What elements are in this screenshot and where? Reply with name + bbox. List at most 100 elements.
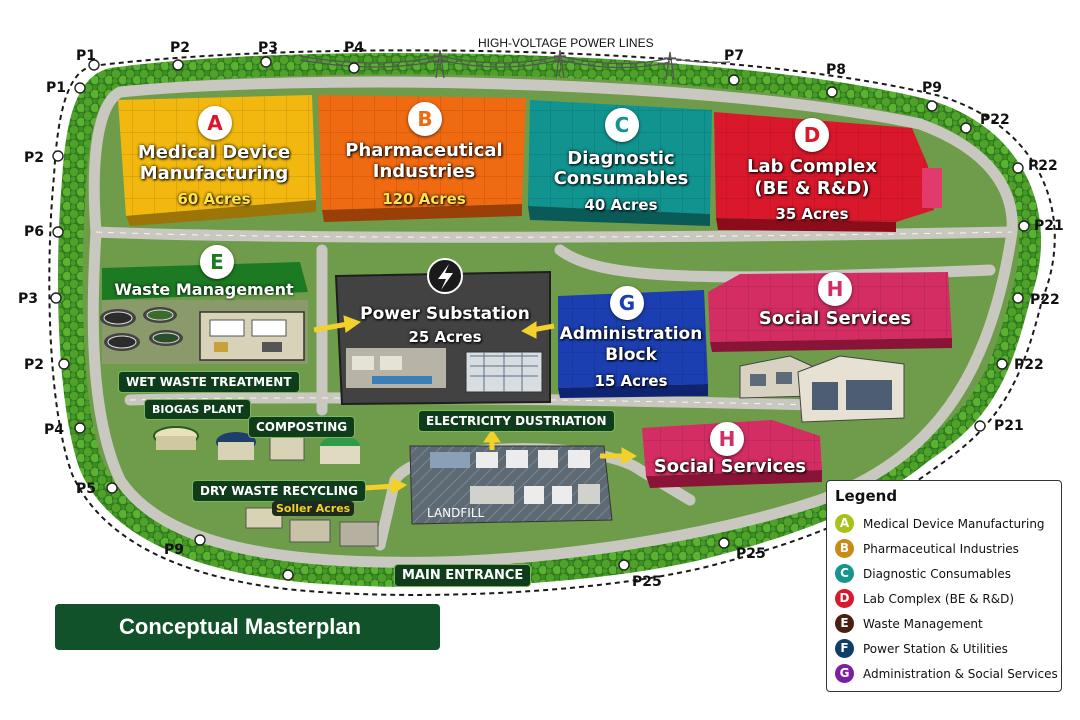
zone-d-lab-complex — [714, 112, 942, 232]
electricity-distribution-tag: ELECTRICITY DUSTRIATION — [418, 410, 615, 432]
zone-d-name-line1: Lab Complex — [747, 156, 877, 177]
road-network — [87, 76, 1018, 568]
legend-swatch: B — [835, 539, 854, 558]
flow-arrows — [313, 315, 638, 495]
composting-tag: COMPOSTING — [248, 416, 356, 438]
zone-e-waste-management — [100, 262, 308, 364]
perimeter-label-p25-a: P25 — [632, 574, 662, 590]
perimeter-label-p22-c: P22 — [1030, 292, 1060, 308]
perimeter-label-p7: P7 — [724, 48, 745, 64]
legend-swatch: E — [835, 614, 854, 633]
zone-e-badge: E — [200, 245, 234, 279]
biogas-plant-tag: BIOGAS PLANT — [144, 399, 252, 420]
legend-swatch: A — [835, 514, 854, 533]
zone-g-acres: 15 Acres — [594, 372, 668, 390]
solar-acres-tag: Soller Acres — [272, 501, 355, 516]
legend-item-label: Medical Device Manufacturing — [863, 516, 1045, 531]
legend-item: A Medical Device Manufacturing — [835, 511, 1053, 536]
legend-item-label: Diagnostic Consumables — [863, 566, 1012, 581]
electricity-distribution-yard — [409, 445, 613, 525]
legend-item: E Waste Management — [835, 611, 1053, 636]
legend-title: Legend — [835, 487, 898, 505]
zone-c-name-line2: Consumables — [553, 168, 689, 189]
perimeter-label-p1-left: P1 — [46, 80, 67, 96]
zone-d-badge: D — [795, 118, 829, 152]
treatment-tanks — [100, 307, 183, 351]
perimeter-label-p21-b: P21 — [994, 418, 1024, 434]
power-substation-name: Power Substation — [360, 304, 530, 324]
perimeter-label-p25-b: P25 — [736, 546, 766, 562]
legend-swatch: C — [835, 564, 854, 583]
power-lines-label: HIGH-VOLTAGE POWER LINES — [478, 36, 654, 50]
zone-a-name-line1: Medical Device — [137, 142, 291, 163]
perimeter-label-p3-top: P3 — [258, 40, 279, 56]
legend-swatch: F — [835, 639, 854, 658]
zone-a-name-line2: Manufacturing — [139, 163, 289, 184]
zone-e-name: Waste Management — [114, 280, 294, 299]
zone-h-upper-badge: H — [818, 272, 852, 306]
perimeter-label-p9-bottom: P9 — [164, 542, 185, 558]
zone-g-name-line2: Block — [605, 345, 657, 365]
legend-item-label: Administration & Social Services — [863, 666, 1058, 681]
zone-b-acres: 120 Acres — [382, 190, 466, 208]
zone-power-substation — [334, 270, 551, 406]
office-buildings — [739, 355, 905, 423]
perimeter-point-markers — [50, 56, 1030, 581]
perimeter-label-p1-top: P1 — [76, 48, 97, 64]
zone-d-acres: 35 Acres — [775, 205, 849, 223]
perimeter-label-p6: P6 — [24, 224, 45, 240]
zone-a-medical-device-manufacturing — [118, 95, 316, 226]
perimeter-fence — [48, 49, 1056, 596]
legend-swatch: D — [835, 589, 854, 608]
dry-waste-recycling-tag: DRY WASTE RECYCLING — [192, 480, 366, 502]
perimeter-label-p8: P8 — [826, 62, 847, 78]
legend-swatch: G — [835, 664, 854, 683]
perimeter-label-p4-top: P4 — [344, 40, 365, 56]
zone-b-pharmaceutical-industries — [318, 95, 526, 222]
legend-item-label: Lab Complex (BE & R&D) — [863, 591, 1015, 606]
legend-item: D Lab Complex (BE & R&D) — [835, 586, 1053, 611]
perimeter-label-p9-top: P9 — [922, 80, 943, 96]
wet-waste-treatment-tag: WET WASTE TREATMENT — [118, 371, 300, 393]
zone-g-administration-block — [558, 290, 708, 398]
perimeter-label-p3-left: P3 — [18, 291, 39, 307]
perimeter-label-p22-d: P22 — [1014, 357, 1044, 373]
legend-item-label: Pharmaceutical Industries — [863, 541, 1019, 556]
zone-g-name-line1: Administration — [559, 324, 703, 344]
zone-h-social-services-upper — [708, 272, 952, 352]
zone-c-diagnostic-consumables — [528, 100, 712, 226]
main-entrance-tag: MAIN ENTRANCE — [394, 564, 532, 587]
zone-g-badge: G — [610, 286, 644, 320]
masterplan-title: Conceptual Masterplan — [55, 604, 440, 650]
lightning-bolt-icon — [427, 258, 463, 294]
legend-item: B Pharmaceutical Industries — [835, 536, 1053, 561]
perimeter-label-p2-left: P2 — [24, 150, 45, 166]
perimeter-label-p21-a: P21 — [1034, 218, 1064, 234]
zone-b-badge: B — [408, 102, 442, 136]
zone-h-lower-name: Social Services — [653, 456, 807, 477]
perimeter-label-p22-b: P22 — [1028, 158, 1058, 174]
perimeter-label-p2-lower: P2 — [24, 357, 45, 373]
zone-b-name-line2: Industries — [372, 161, 476, 182]
landfill-label: LANDFILL — [427, 506, 485, 520]
perimeter-label-p2-top: P2 — [170, 40, 191, 56]
zone-a-badge: A — [198, 106, 232, 140]
zone-d-name-line2: (BE & R&D) — [754, 178, 870, 199]
power-line-pylons — [299, 49, 731, 81]
perimeter-label-p4-left: P4 — [44, 422, 65, 438]
zone-h-lower-badge: H — [710, 422, 744, 456]
legend-item: C Diagnostic Consumables — [835, 561, 1053, 586]
dry-waste-recycling-area — [245, 507, 379, 547]
zone-c-acres: 40 Acres — [584, 196, 658, 214]
perimeter-label-p22-a: P22 — [980, 112, 1010, 128]
legend-item-label: Waste Management — [863, 616, 983, 631]
zone-c-name-line1: Diagnostic — [567, 148, 675, 169]
zone-a-acres: 60 Acres — [177, 190, 251, 208]
power-substation-acres: 25 Acres — [408, 328, 482, 346]
zone-c-badge: C — [605, 108, 639, 142]
